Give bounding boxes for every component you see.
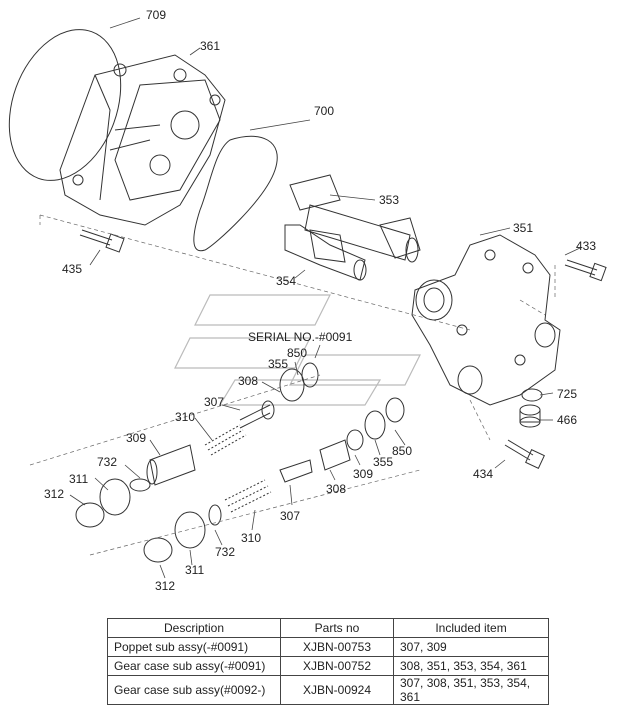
callout-433: 433 (576, 239, 597, 253)
callout-311-upper: 311 (69, 472, 89, 486)
serial-number-label: SERIAL NO.-#0091 (248, 330, 353, 344)
o-ring-709 (8, 29, 122, 181)
callout-310-lower: 310 (241, 531, 262, 545)
leader-lines (69, 17, 581, 579)
callout-307-lower: 307 (280, 509, 301, 523)
callout-732-upper: 732 (97, 455, 118, 469)
gear-case-361 (59, 54, 226, 226)
assembly-lines (29, 214, 556, 556)
o-ring-725 (521, 388, 543, 402)
bolt-434 (504, 439, 545, 469)
callout-308-upper: 308 (238, 374, 259, 388)
callout-850-upper: 850 (287, 346, 308, 360)
callout-312-lower: 312 (155, 579, 176, 593)
valve-chain-lower (143, 397, 405, 563)
callout-310-upper: 310 (175, 410, 196, 424)
valve-chain-upper (75, 362, 319, 528)
callout-466: 466 (557, 413, 578, 427)
plug-466 (519, 404, 541, 428)
row-included-item: 307, 309 (393, 637, 549, 657)
watermark-logo (174, 294, 421, 406)
row-description: Gear case sub assy(-#0091) (107, 656, 281, 676)
row-included-item: 308, 351, 353, 354, 361 (393, 656, 549, 676)
callout-312-upper: 312 (44, 487, 65, 501)
row-description: Poppet sub assy(-#0091) (107, 637, 281, 657)
bolt-435 (79, 229, 125, 253)
table-header-row: Description Parts no Included item (107, 618, 549, 638)
callout-351: 351 (513, 221, 534, 235)
callout-435: 435 (62, 262, 83, 276)
callout-732-lower: 732 (215, 545, 236, 559)
callout-309-lower: 309 (353, 467, 374, 481)
callout-307-upper: 307 (204, 395, 225, 409)
callout-353: 353 (379, 193, 400, 207)
callout-361: 361 (200, 39, 221, 53)
header-description: Description (107, 618, 281, 638)
callout-355-lower: 355 (373, 455, 394, 469)
parts-table: Description Parts no Included item Poppe… (107, 618, 549, 705)
bolt-433 (564, 259, 607, 282)
callout-309-upper: 309 (126, 431, 147, 445)
row-parts-no: XJBN-00753 (280, 637, 394, 657)
row-included-item: 307, 308, 351, 353, 354, 361 (393, 675, 549, 705)
row-parts-no: XJBN-00924 (280, 675, 394, 705)
gasket-700 (193, 135, 278, 252)
callout-311-lower: 311 (185, 563, 205, 577)
callout-308-lower: 308 (326, 482, 347, 496)
callout-725: 725 (557, 387, 578, 401)
gear-shaft-354 (284, 224, 367, 281)
header-parts-no: Parts no (280, 618, 394, 638)
row-parts-no: XJBN-00752 (280, 656, 394, 676)
callout-850-lower: 850 (392, 444, 413, 458)
header-included-item: Included item (393, 618, 549, 638)
table-row: Gear case sub assy(#0092-) XJBN-00924 30… (107, 675, 549, 705)
table-row: Poppet sub assy(-#0091) XJBN-00753 307, … (107, 637, 549, 657)
row-description: Gear case sub assy(#0092-) (107, 675, 281, 705)
callout-709: 709 (146, 8, 167, 22)
gear-shaft-353 (289, 174, 421, 263)
gear-case-351 (411, 234, 561, 406)
callout-355-upper: 355 (268, 357, 289, 371)
callout-434: 434 (473, 467, 494, 481)
callout-354: 354 (276, 274, 297, 288)
callout-700: 700 (314, 104, 335, 118)
table-row: Gear case sub assy(-#0091) XJBN-00752 30… (107, 656, 549, 676)
